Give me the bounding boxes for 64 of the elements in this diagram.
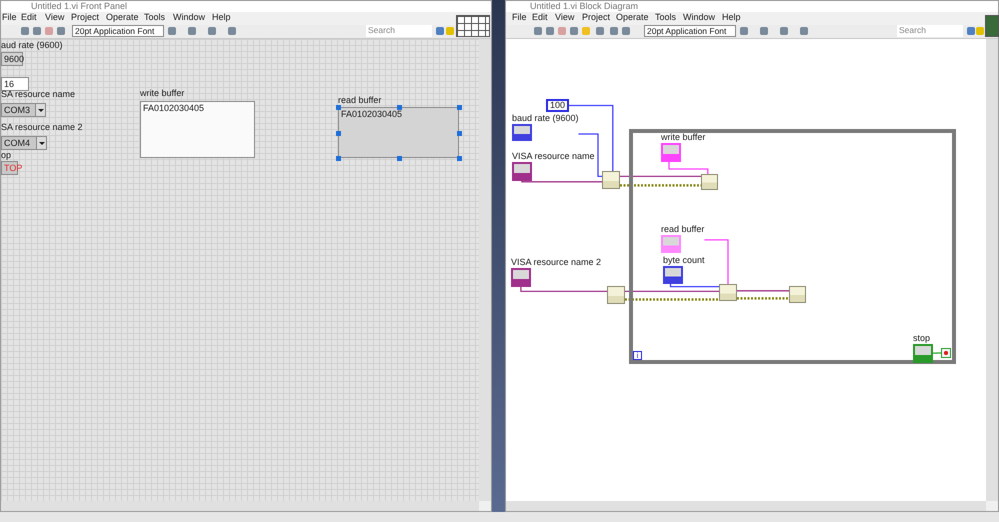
- search-field: Search: [366, 25, 432, 37]
- terminal-label: VISA resource name: [512, 151, 595, 162]
- wire: [578, 133, 602, 178]
- menu-item: Tools: [655, 12, 676, 23]
- terminal-label: baud rate (9600): [512, 113, 579, 124]
- wire: [521, 180, 602, 182]
- dropdown-field: COM3: [1, 103, 46, 117]
- menu-item: Operate: [106, 12, 139, 23]
- window-title: Untitled 1.vi Block Diagram: [530, 1, 638, 12]
- control-label: SA resource name: [1, 89, 76, 100]
- wire: [625, 290, 719, 292]
- menu-item: Window: [683, 12, 716, 23]
- wire: [620, 184, 701, 187]
- terminal-label: VISA resource name 2: [511, 257, 602, 268]
- subvi-icon: [719, 284, 737, 301]
- terminal-label: write buffer: [661, 132, 706, 143]
- terminal-label: stop: [913, 333, 932, 344]
- control-label: op: [1, 150, 12, 161]
- numeric-field: 16: [1, 77, 29, 91]
- wire: [670, 284, 719, 288]
- numeric-field: 9600: [1, 52, 23, 66]
- control-label: read buffer: [338, 95, 382, 106]
- control-label: SA resource name 2: [1, 122, 83, 133]
- menu-item: View: [45, 12, 64, 23]
- subvi-icon: [789, 286, 806, 303]
- while-loop-frame: [629, 129, 956, 364]
- menu-item: Operate: [616, 12, 649, 23]
- wire: [704, 239, 729, 284]
- control-label: aud rate (9600): [1, 40, 63, 51]
- menu-item: Tools: [144, 12, 166, 23]
- menu-item: Project: [582, 12, 610, 23]
- wire: [668, 162, 708, 174]
- wire: [569, 104, 614, 171]
- menu-item: View: [555, 12, 574, 23]
- wire: [737, 297, 789, 300]
- menu-item: Edit: [21, 12, 37, 23]
- subvi-icon: [607, 286, 625, 304]
- control-label: write buffer: [140, 88, 184, 99]
- wire: [620, 176, 701, 178]
- stop-condition-icon: [941, 348, 951, 358]
- search-field: Search: [897, 25, 963, 37]
- window-title: Untitled 1.vi Front Panel: [31, 1, 128, 12]
- menu-item: Help: [722, 12, 741, 23]
- string-indicator: FA0102030405: [338, 107, 459, 158]
- menu-item: File: [512, 12, 527, 23]
- menu-item: Window: [173, 12, 206, 23]
- menu-item: Help: [212, 12, 231, 23]
- dropdown-field: COM4: [1, 136, 47, 150]
- numeric-constant: 100: [546, 99, 570, 112]
- wire: [737, 290, 789, 292]
- wire: [520, 287, 607, 292]
- string-field: FA0102030405: [140, 101, 255, 158]
- terminal-label: read buffer: [661, 224, 704, 235]
- menu-item: Project: [71, 12, 100, 23]
- font-dropdown: 20pt Application Font: [72, 25, 164, 37]
- terminal-label: byte count: [663, 255, 705, 266]
- menu-item: Edit: [532, 12, 548, 23]
- menu-item: File: [2, 12, 17, 23]
- font-dropdown: 20pt Application Font: [644, 25, 736, 37]
- wire: [625, 298, 719, 301]
- subvi-icon: [602, 171, 620, 189]
- subvi-icon: [701, 174, 718, 190]
- wire: [933, 352, 941, 354]
- iteration-terminal: i: [633, 351, 642, 360]
